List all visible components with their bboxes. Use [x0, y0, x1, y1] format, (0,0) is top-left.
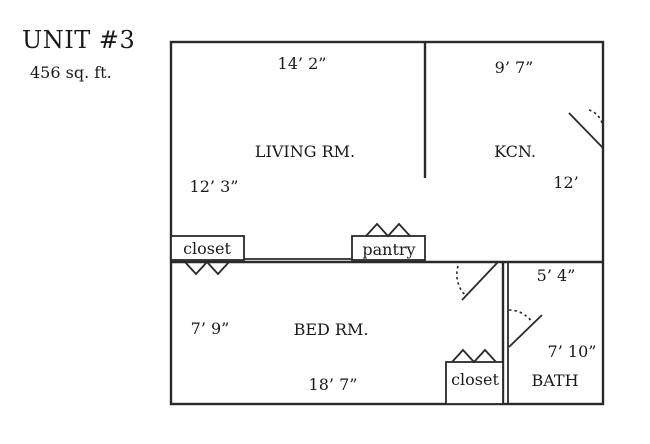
living-depth: 12’ 3”: [190, 177, 239, 196]
unit-title: UNIT #3: [22, 26, 136, 54]
living-closet-box: [170, 235, 245, 261]
bedroom-door: [461, 261, 499, 301]
kitchen-depth: 12’: [553, 173, 578, 192]
bath-depth: 7’ 10”: [548, 342, 597, 361]
unit-area: 456 sq. ft.: [30, 63, 112, 82]
kitchen-width: 9’ 7”: [495, 58, 534, 77]
bedroom-name: BED RM.: [294, 320, 369, 339]
bed-closet-door-icon: [451, 348, 497, 364]
living-name: LIVING RM.: [255, 142, 355, 161]
pantry-door-icon: [365, 222, 411, 238]
kitchen-door: [568, 112, 604, 149]
bed-closet-label: closet: [451, 370, 499, 389]
kitchen-door-swing: [588, 109, 604, 131]
bedroom-door-swing: [456, 265, 467, 297]
bath-door-swing: [508, 309, 533, 323]
pantry-label: pantry: [362, 240, 415, 259]
living-closet-label: closet: [183, 239, 231, 258]
living-width: 14’ 2”: [278, 54, 327, 73]
bath-width: 5’ 4”: [537, 266, 576, 285]
kitchen-name: KCN.: [494, 142, 536, 161]
living-closet-door-icon: [184, 260, 230, 276]
bath-door: [508, 314, 543, 348]
bedroom-depth: 7’ 9”: [191, 319, 230, 338]
pantry-box: [351, 235, 426, 261]
bedroom-width: 18’ 7”: [309, 375, 358, 394]
outer-wall: [169, 40, 605, 406]
bed-closet-box: [445, 361, 504, 405]
bath-name: BATH: [531, 371, 578, 390]
